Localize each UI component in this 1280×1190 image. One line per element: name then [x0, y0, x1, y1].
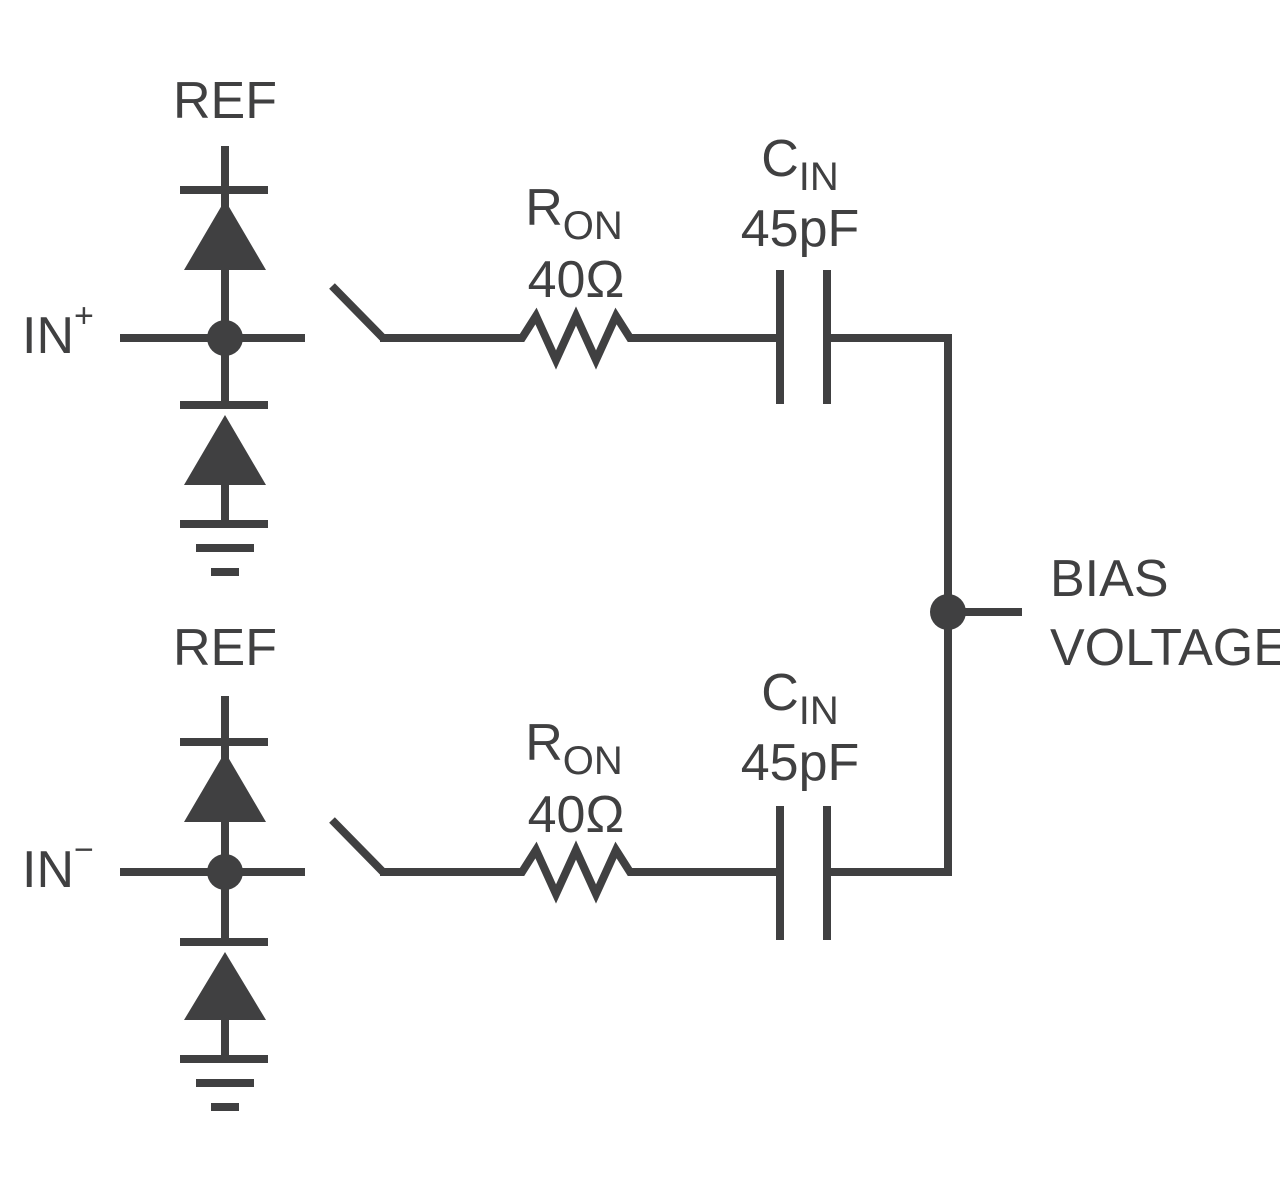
ground-icon-minus [180, 1055, 268, 1111]
ref-label-bottom: REF [173, 619, 277, 677]
resistor-value-minus: 40Ω [528, 786, 625, 844]
bias-label-line1: BIAS [1050, 550, 1169, 608]
capacitor-cin-minus [776, 806, 952, 940]
bias-node: BIAS VOLTAGE [930, 550, 1280, 677]
in-minus-label: IN− [22, 831, 94, 899]
capacitor-label-plus: CIN [761, 130, 839, 199]
node-dot-in-plus [207, 320, 243, 356]
channel-in-plus: REF IN+ [22, 72, 952, 872]
switch-in-minus [329, 817, 512, 876]
clamp-diode-lower-minus [180, 938, 268, 1059]
resistor-value-plus: 40Ω [528, 251, 625, 309]
clamp-diode-lower-plus [180, 401, 268, 524]
capacitor-cin-plus [776, 270, 952, 872]
ref-terminal-top [180, 146, 268, 194]
resistor-ron-plus [512, 306, 780, 370]
capacitor-label-minus: CIN [761, 664, 839, 733]
in-plus-label: IN+ [22, 297, 94, 365]
bias-label-line2: VOLTAGE [1050, 619, 1280, 677]
ref-label-top: REF [173, 72, 277, 130]
capacitor-value-plus: 45pF [741, 200, 860, 258]
channel-in-minus: REF IN− RON 40 [22, 619, 952, 1111]
resistor-label-plus: RON [525, 179, 623, 248]
switch-in-plus [329, 283, 512, 342]
resistor-ron-minus [512, 840, 780, 904]
node-dot-in-minus [207, 854, 243, 890]
ground-icon-plus [180, 520, 268, 576]
capacitor-value-minus: 45pF [741, 734, 860, 792]
resistor-label-minus: RON [525, 714, 623, 783]
ref-terminal-bottom [180, 696, 268, 746]
